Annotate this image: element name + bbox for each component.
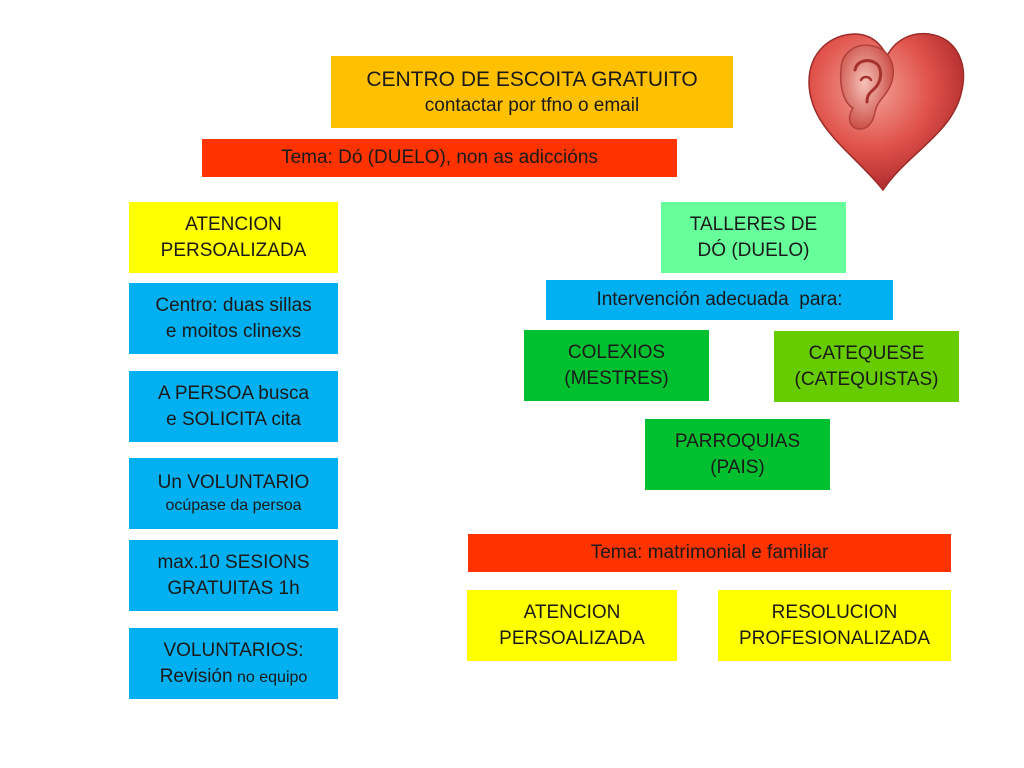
atencion-persoalizada-box: ATENCION PERSOALIZADA (129, 202, 338, 273)
centro-line1: Centro: duas sillas (155, 295, 312, 317)
sesions-line2: GRATUITAS 1h (167, 577, 300, 599)
centro-line2: e moitos clinexs (165, 320, 302, 342)
resolucion-box: RESOLUCION PROFESIONALIZADA (718, 590, 951, 661)
header-box: CENTRO DE ESCOITA GRATUITO contactar por… (331, 56, 733, 128)
intervencion-bar: Intervención adecuada para: (546, 280, 893, 320)
atencion-right-line2: PERSOALIZADA (499, 627, 645, 649)
revision-box: VOLUNTARIOS: Revisión no equipo (129, 628, 338, 699)
intervencion-label: Intervención adecuada para: (596, 289, 843, 311)
persoa-line2: e SOLICITA cita (166, 408, 301, 430)
persoa-box: A PERSOA busca e SOLICITA cita (129, 371, 338, 442)
parroquias-line2: (PAIS) (710, 456, 765, 478)
resolucion-line1: RESOLUCION (771, 602, 898, 624)
tema-matrimonial-bar: Tema: matrimonial e familiar (468, 534, 951, 572)
voluntario-line2: ocúpase da persoa (165, 497, 302, 515)
talleres-line1: TALLERES DE (689, 214, 818, 236)
sesions-box: max.10 SESIONS GRATUITAS 1h (129, 540, 338, 611)
atencion-persoalizada-right-box: ATENCION PERSOALIZADA (467, 590, 677, 661)
parroquias-line1: PARROQUIAS (674, 431, 801, 453)
revision-line1: VOLUNTARIOS: (163, 640, 304, 662)
colexios-line2: (MESTRES) (564, 367, 669, 389)
revision-rest: no equipo (232, 668, 308, 686)
header-title: CENTRO DE ESCOITA GRATUITO (366, 67, 698, 91)
persoa-line1: A PERSOA busca (157, 383, 310, 405)
voluntario-box: Un VOLUNTARIO ocúpase da persoa (129, 458, 338, 529)
tema-matrimonial-label: Tema: matrimonial e familiar (590, 542, 829, 564)
revision-line2: Revisión no equipo (160, 664, 308, 689)
talleres-line2: DÓ (DUELO) (697, 239, 810, 261)
catequese-box: CATEQUESE (CATEQUISTAS) (774, 331, 959, 402)
voluntario-line1: Un VOLUNTARIO (157, 472, 310, 494)
atencion-right-line1: ATENCION (523, 602, 621, 624)
colexios-box: COLEXIOS (MESTRES) (524, 330, 709, 401)
catequese-line2: (CATEQUISTAS) (794, 368, 939, 390)
centro-box: Centro: duas sillas e moitos clinexs (129, 283, 338, 354)
sesions-line1: max.10 SESIONS (157, 552, 310, 574)
header-subtitle: contactar por tfno o email (424, 95, 640, 117)
tema-duelo-bar: Tema: Dó (DUELO), non as adiccións (202, 139, 677, 177)
atencion-line1: ATENCION (185, 214, 282, 236)
talleres-box: TALLERES DE DÓ (DUELO) (661, 202, 846, 273)
heart-ear-icon (808, 32, 965, 192)
resolucion-line2: PROFESIONALIZADA (738, 627, 931, 649)
tema-duelo-label: Tema: Dó (DUELO), non as adiccións (281, 147, 598, 169)
catequese-line1: CATEQUESE (808, 343, 925, 365)
parroquias-box: PARROQUIAS (PAIS) (645, 419, 830, 490)
atencion-line2: PERSOALIZADA (160, 239, 307, 261)
revision-word: Revisión (159, 665, 233, 687)
colexios-line1: COLEXIOS (567, 342, 666, 364)
